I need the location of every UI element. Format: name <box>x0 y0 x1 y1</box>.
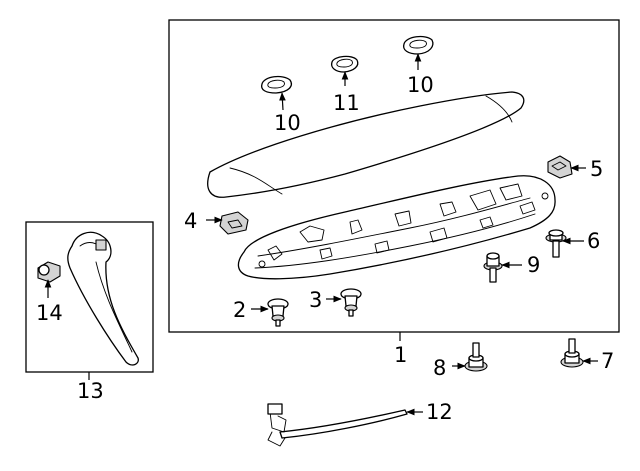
bolt-6 <box>545 229 567 258</box>
push-clip-2 <box>267 298 289 327</box>
callout-14: 14 <box>36 301 63 325</box>
callout-2: 2 <box>233 298 246 322</box>
grommet-center <box>330 55 359 73</box>
grommet-right <box>402 35 434 55</box>
clip-nut-4 <box>219 211 249 235</box>
push-clip-3 <box>340 288 362 317</box>
callout-12: 12 <box>426 400 453 424</box>
grommet-left <box>260 75 292 94</box>
callout-5: 5 <box>590 157 603 181</box>
callout-7: 7 <box>601 349 614 373</box>
callout-6: 6 <box>587 229 600 253</box>
callout-1: 1 <box>394 343 407 367</box>
callout-10-left: 10 <box>274 111 301 135</box>
callout-10-right: 10 <box>407 73 434 97</box>
clip-14 <box>37 261 61 283</box>
spoiler-base-panel <box>237 175 556 280</box>
bolt-9 <box>483 252 503 283</box>
callout-8: 8 <box>433 356 446 380</box>
callout-4: 4 <box>184 209 197 233</box>
spoiler-upper-cover <box>207 91 525 198</box>
harness-12 <box>267 403 408 447</box>
callout-13: 13 <box>77 379 104 403</box>
stud-bolt-7 <box>560 338 584 368</box>
stud-bolt-8 <box>464 342 488 372</box>
callout-9: 9 <box>527 253 540 277</box>
trim-panel-13 <box>67 231 139 366</box>
clip-nut-5 <box>547 155 573 179</box>
assembly-frame <box>168 19 620 333</box>
callout-3: 3 <box>309 288 322 312</box>
callout-11: 11 <box>333 91 360 115</box>
